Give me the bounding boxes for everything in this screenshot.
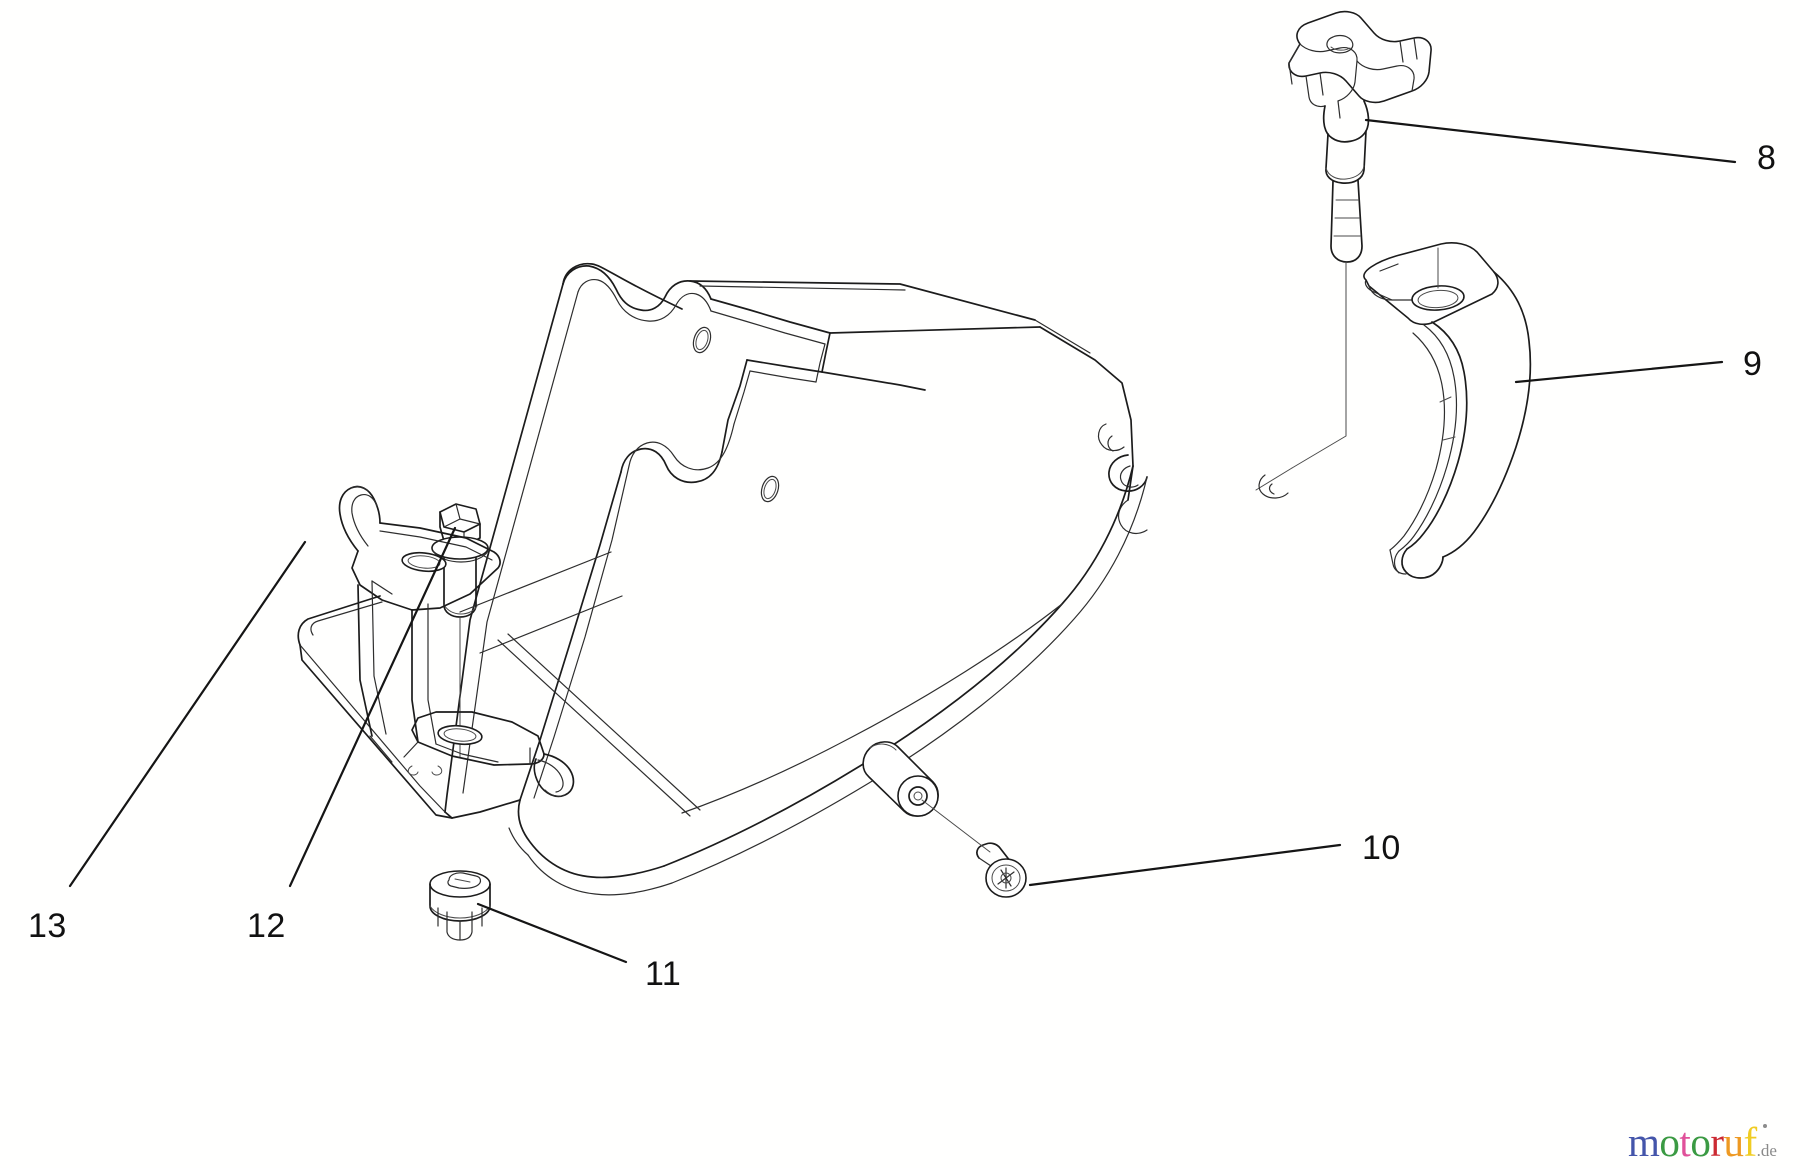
leader-lines (68, 118, 1737, 964)
watermark-letter-f: f (1743, 1119, 1757, 1165)
callout-12: 12 (247, 907, 286, 945)
callout-10: 10 (1362, 829, 1401, 867)
callout-11: 11 (645, 955, 682, 993)
watermark-letter-o2: o (1690, 1119, 1711, 1165)
shield-right-tab (1258, 474, 1289, 499)
watermark-letter-o1: o (1659, 1119, 1680, 1165)
watermark-dot-accent (1763, 1124, 1767, 1128)
deflector-shield-body (297, 262, 1148, 896)
part-8-knob-threaded (1288, 10, 1432, 297)
part-13-hook-bracket (338, 485, 575, 798)
watermark-letter-u: u (1723, 1119, 1744, 1165)
watermark-letter-r: r (1710, 1119, 1724, 1165)
leader-10 (1028, 843, 1342, 887)
watermark-letter-m: m (1628, 1119, 1660, 1165)
part-11-push-in-clip-nut (429, 870, 491, 941)
leader-8 (1364, 118, 1737, 164)
watermark-letter-t: t (1679, 1119, 1691, 1165)
motoruf-watermark: motoruf.de (1628, 1122, 1777, 1163)
leader-9 (1514, 360, 1724, 384)
leader-12 (288, 526, 457, 888)
callout-13: 13 (28, 907, 67, 945)
leader-13 (68, 540, 307, 888)
watermark-tld: .de (1756, 1141, 1777, 1160)
part-9-deflector-bracket-arm (1255, 242, 1532, 579)
part-10-pan-head-screw (921, 799, 1027, 898)
callout-9: 9 (1743, 345, 1763, 383)
leader-11 (476, 902, 628, 964)
callout-8: 8 (1757, 139, 1777, 177)
spacer-bushing (862, 741, 939, 817)
